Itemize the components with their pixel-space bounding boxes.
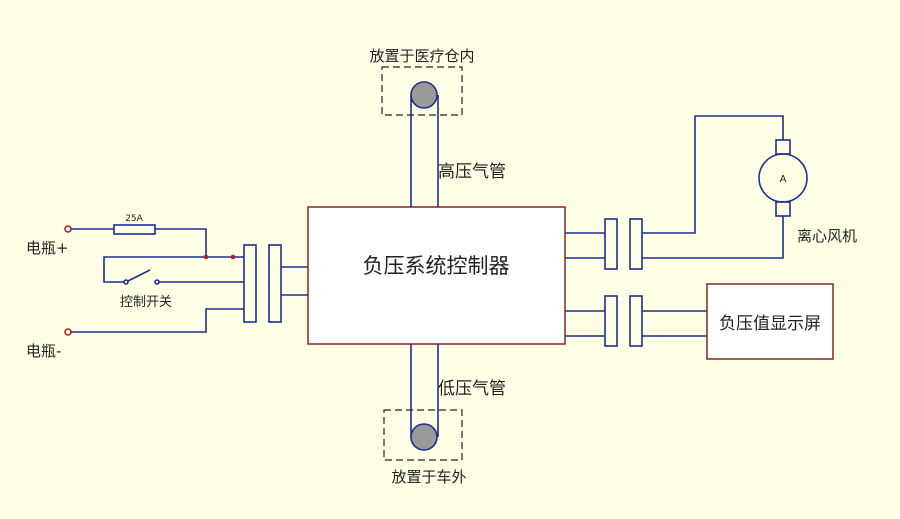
- fan-label: 离心风机: [797, 227, 857, 245]
- fan-motor-icon: [758, 153, 808, 203]
- wire-to-fan-bottom: [642, 216, 784, 259]
- left-connector-plate-1: [243, 244, 257, 323]
- wire-connector-to-controller: [281, 266, 308, 296]
- display-box: [706, 283, 834, 360]
- wire-controller-to-display-connector: [565, 310, 605, 337]
- top-vent-icon: [410, 81, 438, 109]
- top-location-frame: [381, 66, 463, 116]
- wire-fuse-to-connector: [155, 228, 244, 258]
- switch-contact-left: [123, 279, 129, 285]
- bottom-vent-icon: [410, 423, 438, 451]
- junction-node: [203, 254, 209, 260]
- fuse-label: 25A: [125, 214, 143, 224]
- wire-switch-loop: [103, 256, 206, 283]
- bottom-location-label: 放置于车外: [391, 468, 466, 486]
- wire-neg-to-connector: [71, 308, 244, 333]
- top-location-label: 放置于医疗仓内: [369, 47, 474, 65]
- fan-connector-plate-1: [604, 218, 618, 270]
- display-connector-plate-2: [629, 295, 643, 347]
- junction-node: [230, 254, 236, 260]
- switch-label: 控制开关: [120, 295, 172, 310]
- fan-connector-plate-2: [629, 218, 643, 270]
- battery-pos-label: 电瓶+: [26, 239, 69, 257]
- air-pipes: [410, 95, 439, 437]
- power-circuit: [64, 224, 308, 336]
- bottom-location-frame: [383, 409, 463, 461]
- wire-controller-to-fan-connector: [565, 232, 605, 259]
- left-connector-plate-2: [268, 244, 282, 323]
- controller-label: 负压系统控制器: [363, 254, 510, 278]
- fan-symbol: A: [780, 174, 787, 185]
- display-connector-plate-1: [604, 295, 618, 347]
- wire-to-display: [642, 310, 707, 337]
- controller-box: [307, 206, 566, 345]
- switch-blade: [127, 269, 151, 282]
- low-pressure-pipe: [410, 344, 439, 437]
- high-pipe-label: 高压气管: [438, 162, 506, 182]
- wire-to-fan-top: [642, 115, 784, 234]
- high-pressure-pipe: [410, 95, 439, 207]
- battery-neg-label: 电瓶-: [26, 342, 61, 360]
- low-pipe-label: 低压气管: [438, 379, 506, 399]
- display-label: 负压值显示屏: [719, 314, 821, 334]
- right-circuit: [565, 115, 808, 347]
